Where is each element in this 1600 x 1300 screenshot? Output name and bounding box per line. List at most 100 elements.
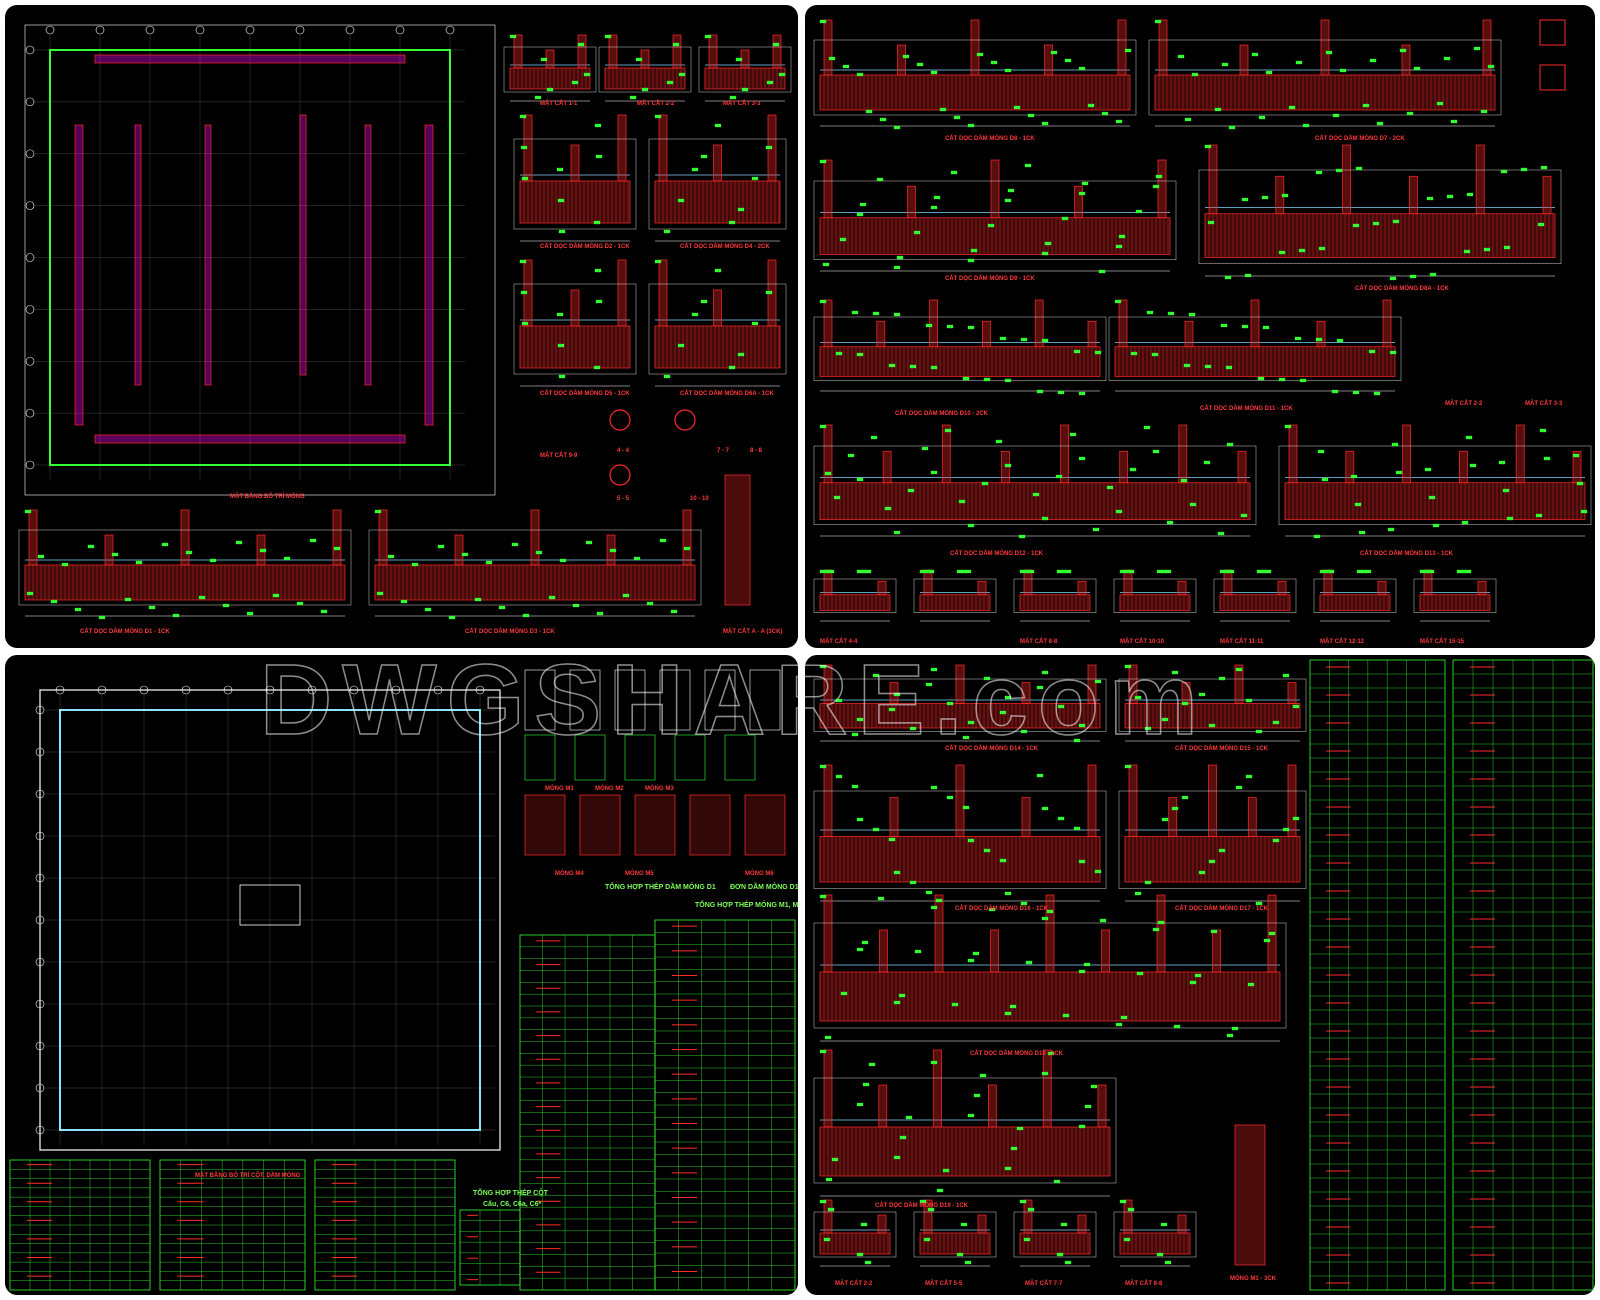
cad-rect [1261, 195, 1269, 200]
cad-rect [1208, 859, 1216, 864]
cad-rect [1219, 594, 1291, 611]
cad-rect [1073, 349, 1081, 354]
cad-rect [893, 265, 901, 270]
section-title: MẶT CẮT 7-7 [1025, 1279, 1063, 1287]
section-title: MẶT CẮT 10-10 [1120, 637, 1165, 645]
cad-rect [1317, 449, 1325, 454]
cad-rect [1057, 816, 1065, 821]
cad-rect [1463, 249, 1471, 254]
cad-rect [1064, 1260, 1072, 1265]
cad-rect [387, 554, 395, 559]
cad-rect [724, 474, 751, 606]
cad-rect [1041, 916, 1049, 921]
cad-rect [765, 290, 773, 295]
cad-rect [1041, 338, 1049, 343]
cad-rect [1413, 578, 1497, 613]
beam-sections-drawing: CẮT DỌC DẦM MÓNG D8 - 1CK CẮT DỌC DẦM MÓ… [813, 19, 1592, 645]
cad-rect [677, 198, 685, 203]
cad-rect [1009, 1004, 1017, 1009]
cad-rect [1429, 272, 1437, 277]
cad-rect [1128, 764, 1138, 837]
cad-rect [813, 1077, 1117, 1184]
cad-rect [877, 896, 885, 901]
cad-rect [1189, 502, 1197, 507]
cad-rect [1580, 509, 1588, 514]
cad-rect [534, 95, 542, 100]
cad-rect [1535, 513, 1543, 518]
cad-rect [1097, 1084, 1107, 1128]
cad-rect [824, 471, 832, 476]
cad-rect [879, 929, 888, 973]
cad-rect [735, 57, 743, 62]
footing-label: MÓNG M1 [545, 784, 574, 792]
cad-rect [1255, 729, 1263, 734]
steel-table-title: ĐƠN DẦM MÓNG D1 [730, 881, 798, 891]
cad-rect [977, 1214, 987, 1234]
cad-rect [1077, 1214, 1087, 1234]
cad-rect [1406, 111, 1414, 116]
cad-rect [1023, 1237, 1031, 1242]
cad-rect [990, 929, 999, 973]
beam-title: CẮT DỌC DẦM MÓNG D8A - 1CK [1355, 284, 1449, 292]
cad-rect [827, 569, 835, 574]
cad-rect [907, 488, 915, 493]
cad-rect [1213, 578, 1297, 613]
cad-rect [1053, 1179, 1061, 1184]
cad-rect [813, 678, 1107, 732]
section-title: MẶT CẮT 12-12 [1320, 637, 1365, 645]
cad-rect [1019, 1199, 1027, 1204]
cad-rect [1020, 729, 1028, 734]
cad-rect [1078, 456, 1086, 461]
cad-rect [94, 434, 406, 444]
cad-rect [930, 667, 938, 672]
cad-rect [1078, 859, 1086, 864]
cad-rect [865, 109, 873, 114]
section-title: MẶT CẮT 1-1 [540, 99, 578, 107]
cad-rect [24, 509, 32, 514]
grid-axis-bubble [445, 25, 455, 35]
cad-rect [889, 797, 899, 837]
cad-rect [1272, 838, 1280, 843]
cad-rect [819, 664, 827, 669]
cad-rect [1247, 797, 1257, 837]
beam-title: CẮT DỌC DẦM MÓNG D11 - 1CK [1200, 404, 1293, 412]
cad-rect [26, 591, 34, 596]
cad-rect [927, 1207, 935, 1212]
cad-rect [424, 607, 432, 612]
cad-rect [1245, 698, 1253, 703]
cad-rect [1078, 391, 1086, 396]
cad-rect [919, 1199, 927, 1204]
cad-rect [1073, 826, 1081, 831]
cad-rect [950, 170, 958, 175]
cad-rect [916, 62, 924, 67]
cad-rect [942, 1168, 950, 1173]
cad-rect [1092, 527, 1100, 532]
cad-rect [1046, 909, 1054, 914]
cad-rect [819, 594, 891, 611]
footing-label: MÓNG M6 [745, 869, 774, 877]
cad-rect [1321, 477, 1329, 482]
cad-rect [368, 529, 702, 606]
cad-rect [509, 34, 517, 39]
panel-beam-sections: CẮT DỌC DẦM MÓNG D8 - 1CK CẮT DỌC DẦM MÓ… [805, 5, 1595, 648]
cad-rect [124, 597, 132, 602]
cad-rect [609, 548, 617, 553]
cad-rect [1078, 66, 1086, 71]
beam-title: CẮT DỌC DẦM MÓNG D6A - 1CK [680, 389, 774, 397]
cad-rect [737, 352, 745, 357]
cad-rect [1477, 580, 1487, 596]
cad-rect [1124, 836, 1301, 883]
cad-rect [1427, 569, 1435, 574]
cad-rect [1395, 470, 1403, 475]
cad-rect [1078, 1124, 1086, 1129]
cad-rect [1027, 113, 1035, 118]
cad-rect [737, 207, 745, 212]
cad-rect [1241, 324, 1249, 329]
cad-rect [1177, 580, 1187, 596]
cad-rect [1023, 569, 1033, 596]
cad-rect [972, 951, 980, 956]
cad-rect [39, 689, 501, 1151]
cad-rect [1540, 165, 1548, 170]
cad-rect [1151, 352, 1159, 357]
cad-rect [1064, 569, 1072, 574]
